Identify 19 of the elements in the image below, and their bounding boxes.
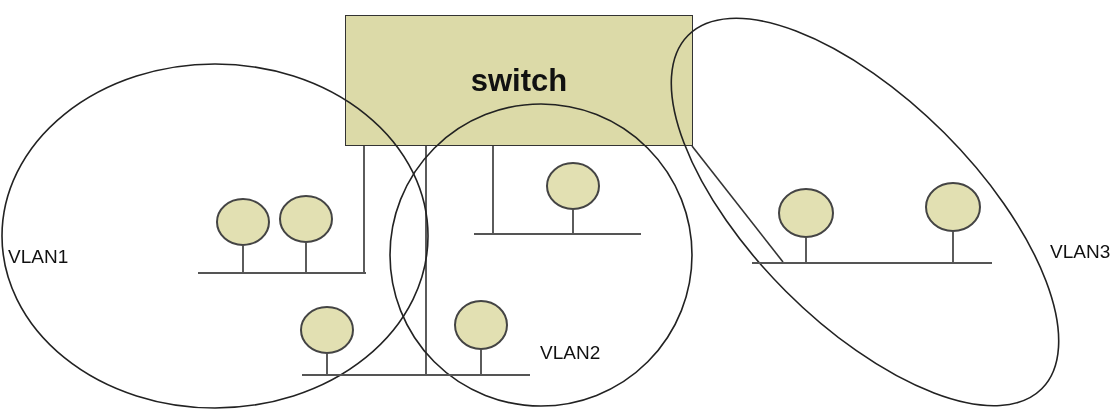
network-link <box>805 237 807 263</box>
vlan-label: VLAN3 <box>1050 241 1111 263</box>
network-link <box>326 353 328 375</box>
network-link <box>480 349 482 375</box>
network-link <box>952 231 954 263</box>
bus-line <box>302 374 530 376</box>
vlan-label: VLAN1 <box>8 246 69 268</box>
network-link <box>492 145 494 234</box>
network-link <box>425 145 427 375</box>
network-link <box>572 209 574 234</box>
network-link <box>363 145 365 273</box>
bus-line <box>474 233 641 235</box>
switch-box: switch <box>345 15 693 146</box>
network-link <box>305 242 307 273</box>
bus-line <box>198 272 366 274</box>
bus-line <box>752 262 992 264</box>
vlan-label: VLAN2 <box>540 342 601 364</box>
network-link <box>691 145 784 263</box>
network-link <box>242 245 244 273</box>
